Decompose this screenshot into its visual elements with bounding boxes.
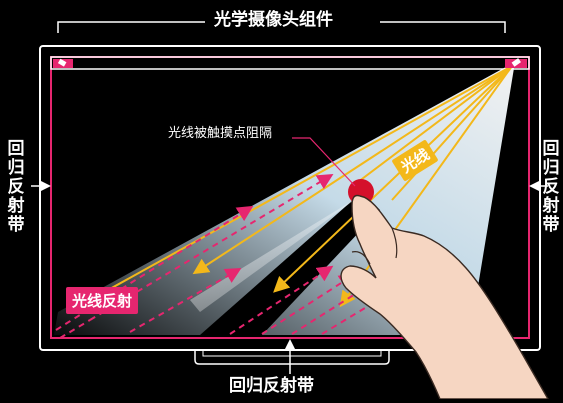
shadow-wedge [200, 192, 380, 335]
left-band-label: 回归反射带 [7, 139, 25, 235]
camera-module-bracket [57, 21, 506, 33]
camera-icon [53, 58, 73, 68]
shadow-edge-a [190, 196, 360, 312]
bottom-band-label: 回归反射带 [229, 376, 314, 396]
right-band-label: 回归反射带 [542, 139, 560, 235]
camera-icon [505, 58, 527, 68]
light-rays [89, 65, 513, 308]
touch-label-leader [292, 137, 356, 187]
camera-module-label: 光学摄像头组件 [214, 10, 333, 30]
touch-point-label: 光线被触摸点阻隔 [168, 126, 273, 141]
screen-stand [194, 350, 390, 365]
light-reflection-tag: 光线反射 [66, 287, 139, 314]
camera-strip [50, 56, 530, 70]
hand-icon [340, 194, 550, 400]
